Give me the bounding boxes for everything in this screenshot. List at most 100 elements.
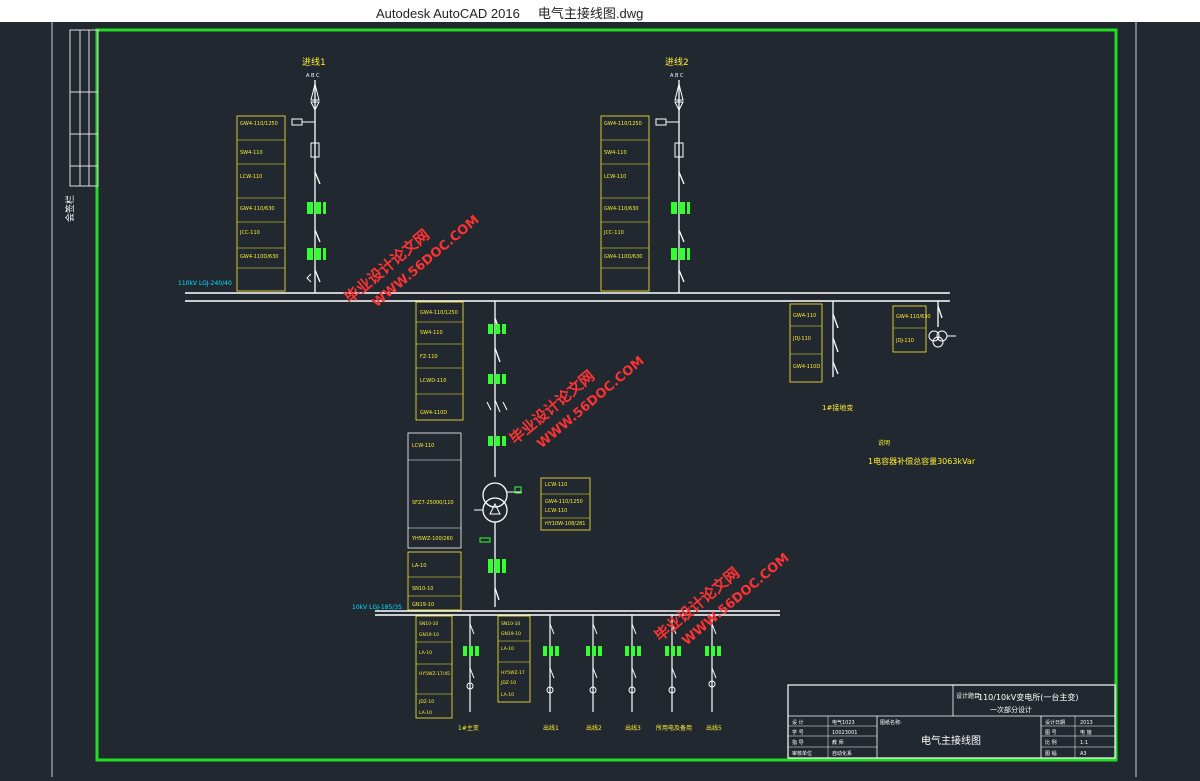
- svg-text:GW4-110D/630: GW4-110D/630: [604, 254, 642, 260]
- outgoing-feeder-4[interactable]: 出线3: [625, 615, 641, 732]
- svg-text:LCW-110: LCW-110: [412, 443, 434, 449]
- outgoing-feeders[interactable]: 1#主变 出线1 出线2 出线3: [415, 615, 722, 732]
- svg-text:GW4-110/630: GW4-110/630: [896, 314, 931, 320]
- pt-bay[interactable]: GW4-110 JDJ-110 GW4-110D 1#接地变: [789, 301, 853, 412]
- outgoing-feeder-2[interactable]: 出线1: [543, 615, 559, 732]
- svg-text:LA-10: LA-10: [412, 563, 426, 569]
- incoming1-switch-icon: [314, 171, 321, 185]
- transformer-right-spec-table: [540, 477, 591, 531]
- transformer-right-spec-rows: LCW-110 GW4-110/1250 LCW-110 HY10W-108/2…: [541, 482, 590, 527]
- incoming-feeder-1[interactable]: 进线1 A B C GW4-110/1250 SW4-110 LCW-110 G…: [236, 56, 326, 293]
- outgoing1-spec-table: [415, 615, 453, 719]
- incoming1-breaker-icon: [314, 229, 321, 243]
- svg-text:SN10-10: SN10-10: [412, 586, 433, 592]
- title-block: 设计题目: 110/10kV变电所(一台主变) 一次部分设计 图纸名称: 电气主…: [787, 684, 1116, 759]
- svg-text:电 施: 电 施: [1080, 729, 1092, 736]
- incoming2-label: 进线2: [665, 56, 689, 68]
- window-title-bar: Autodesk AutoCAD 2016 电气主接线图.dwg: [0, 0, 1200, 22]
- low-side-spec-table: [407, 551, 462, 611]
- svg-text:SN10-10: SN10-10: [419, 621, 438, 627]
- svg-text:SW4-110: SW4-110: [604, 150, 627, 156]
- outgoing-feeder-1[interactable]: 1#主变: [458, 615, 479, 732]
- svg-text:教 师: 教 师: [832, 739, 844, 746]
- svg-text:GN19-10: GN19-10: [419, 632, 439, 638]
- incoming1-phases: A B C: [306, 73, 320, 79]
- side-label: 会签栏: [64, 195, 76, 222]
- outgoing2-spec-table: [497, 615, 531, 703]
- drawing-canvas[interactable]: 会签栏 110kV LGJ-240/40 10kV LGJ-185/35 进线1…: [0, 22, 1200, 777]
- svg-text:GN19-10: GN19-10: [412, 602, 434, 608]
- svg-text:GN19-10: GN19-10: [501, 631, 521, 637]
- transformer-bay[interactable]: GW4-110/1250 SW4-110 FZ-110 LCWD-110 GW4…: [407, 301, 591, 611]
- svg-text:GW4-110D: GW4-110D: [793, 364, 820, 370]
- transformer-winding-lv-icon: [482, 497, 508, 523]
- incoming1-ct-icon: [307, 202, 326, 214]
- svg-text:自动化系: 自动化系: [832, 750, 852, 757]
- svg-text:学 号: 学 号: [792, 729, 804, 736]
- window-title: Autodesk AutoCAD 2016 电气主接线图.dwg: [376, 3, 643, 22]
- ground-label: 1#接地变: [822, 403, 853, 412]
- svg-text:设 计: 设 计: [792, 719, 804, 726]
- svg-text:比 例: 比 例: [1045, 739, 1057, 746]
- lightning-bay[interactable]: GW4-110/630 JDJ-110: [892, 301, 956, 353]
- low-side-spec-rows: LA-10 SN10-10 GN19-10: [408, 563, 461, 608]
- svg-text:出线1: 出线1: [543, 724, 559, 732]
- svg-text:出线5: 出线5: [706, 724, 722, 732]
- svg-text:JDZ-10: JDZ-10: [418, 699, 434, 705]
- incoming2-ct2-icon: [671, 248, 690, 260]
- transformer-bay-spec-rows: GW4-110/1250 SW4-110 FZ-110 LCWD-110 GW4…: [416, 310, 463, 416]
- outgoing-feeder-5[interactable]: 所用电及备用: [656, 615, 692, 732]
- svg-text:JDZ-10: JDZ-10: [500, 680, 516, 686]
- svg-text:SFZ7-25000/110: SFZ7-25000/110: [412, 500, 454, 506]
- svg-text:YH5WZ-100/260: YH5WZ-100/260: [411, 536, 453, 542]
- feeder2-spec-rows: GW4-110/1250 SW4-110 LCW-110 GW4-110/630…: [601, 121, 649, 269]
- svg-text:SW4-110: SW4-110: [240, 150, 263, 156]
- schematic-svg[interactable]: 会签栏 110kV LGJ-240/40 10kV LGJ-185/35 进线1…: [0, 22, 1200, 777]
- transformer-ct1-icon: [488, 324, 506, 334]
- drawing-frame: [95, 28, 1118, 762]
- svg-text:JDJ-110: JDJ-110: [792, 336, 811, 342]
- svg-text:GW4-110/1250: GW4-110/1250: [545, 499, 583, 505]
- incoming-feeder-2[interactable]: 进线2 A B C GW4-110/1250 SW4-110 LCW-110 G…: [600, 56, 690, 293]
- note-text: 1电容器补偿总容量3063kVar: [868, 456, 976, 466]
- svg-text:LA-10: LA-10: [419, 650, 432, 656]
- project-title: 110/10kV变电所(一台主变): [978, 692, 1079, 702]
- svg-text:LCW-110: LCW-110: [545, 508, 567, 514]
- incoming2-fuse-icon: [674, 142, 684, 158]
- svg-text:出线2: 出线2: [586, 724, 602, 732]
- svg-text:2013: 2013: [1080, 720, 1093, 726]
- pt-bay-spec-rows: GW4-110 JDJ-110 GW4-110D: [790, 313, 822, 370]
- pt-winding-a-icon: [928, 330, 940, 342]
- svg-text:HY10W-108/281: HY10W-108/281: [545, 521, 586, 527]
- transformer-winding-hv-icon: [482, 482, 508, 508]
- svg-text:GW4-110/1250: GW4-110/1250: [420, 310, 458, 316]
- svg-text:GW4-110/630: GW4-110/630: [240, 206, 275, 212]
- incoming1-pt-icon: [291, 118, 303, 126]
- feeder2-spec-table: [600, 115, 650, 292]
- pt-winding-c-icon: [932, 336, 944, 348]
- incoming1-label: 进线1: [302, 56, 326, 68]
- svg-text:GW4-110D: GW4-110D: [420, 410, 447, 416]
- incoming2-pt-icon: [655, 118, 667, 126]
- svg-text:图 幅: 图 幅: [1045, 750, 1057, 757]
- drawing-name-label: 图纸名称:: [880, 719, 902, 726]
- bus-10kv-label: 10kV LGJ-185/35: [352, 604, 402, 611]
- svg-text:LCW-110: LCW-110: [604, 174, 626, 180]
- svg-text:LA-10: LA-10: [501, 646, 514, 652]
- lightning-bay-spec-rows: GW4-110/630 JDJ-110: [893, 314, 931, 344]
- svg-text:1#主变: 1#主变: [458, 724, 479, 732]
- svg-text:图 号: 图 号: [1045, 730, 1057, 736]
- svg-text:JCC-110: JCC-110: [239, 230, 260, 236]
- outgoing-feeder-3[interactable]: 出线2: [586, 615, 602, 732]
- drawing-name: 电气主接线图: [921, 734, 981, 747]
- svg-text:电气1023: 电气1023: [832, 719, 855, 726]
- pt-bay-spec-table: [789, 303, 823, 383]
- incoming2-phases: A B C: [670, 73, 684, 79]
- outgoing-feeder-6[interactable]: 出线5: [705, 615, 722, 732]
- svg-text:GW4-110/1250: GW4-110/1250: [240, 121, 278, 127]
- svg-text:HY5WZ-17: HY5WZ-17: [501, 670, 525, 676]
- incoming2-switch-icon: [678, 171, 685, 185]
- transformer-spec-table: [407, 432, 462, 549]
